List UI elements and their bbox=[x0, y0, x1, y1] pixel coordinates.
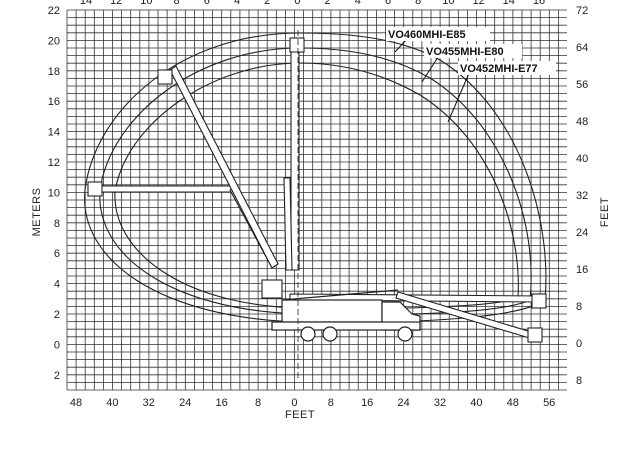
bottom-tick-label: 16 bbox=[215, 397, 227, 409]
top-tick-label: 8 bbox=[174, 0, 180, 7]
top-tick-label: 8 bbox=[415, 0, 421, 7]
bottom-tick-label: 0 bbox=[291, 397, 297, 409]
boom-vertical bbox=[290, 39, 300, 271]
left-tick-label: 22 bbox=[48, 5, 60, 17]
left-tick-label: 14 bbox=[48, 127, 60, 139]
bottom-tick-label: 24 bbox=[179, 397, 191, 409]
top-tick-label: 12 bbox=[110, 0, 122, 7]
leader-vo455 bbox=[421, 53, 441, 83]
bottom-tick-label: 32 bbox=[434, 397, 446, 409]
right-tick-label: 56 bbox=[576, 79, 588, 91]
bottom-tick-label: 8 bbox=[255, 397, 261, 409]
label-vo452: VO452MHI-E77 bbox=[460, 63, 538, 75]
bottom-axis-title: FEET bbox=[285, 409, 315, 421]
wheel-rear-2 bbox=[322, 326, 338, 342]
bottom-tick-label: 32 bbox=[143, 397, 155, 409]
boom-positions bbox=[87, 37, 547, 343]
platform-diagonal bbox=[157, 69, 173, 85]
right-axis-title: FEET bbox=[599, 197, 611, 227]
label-vo455: VO455MHI-E80 bbox=[426, 46, 504, 58]
top-tick-label: 6 bbox=[385, 0, 391, 7]
envelope-vo455 bbox=[99, 47, 532, 316]
top-tick-label: 4 bbox=[234, 0, 240, 7]
top-tick-label: 10 bbox=[442, 0, 454, 7]
left-tick-label: 18 bbox=[48, 66, 60, 78]
right-tick-label: 40 bbox=[576, 153, 588, 165]
top-tick-label: 12 bbox=[472, 0, 484, 7]
wheel-rear-1 bbox=[300, 326, 316, 342]
label-bg-vo460 bbox=[386, 27, 490, 41]
left-tick-label: 8 bbox=[54, 218, 60, 230]
left-tick-label: 2 bbox=[54, 309, 60, 321]
label-bg-vo455 bbox=[424, 44, 522, 58]
bottom-tick-label: 24 bbox=[397, 397, 409, 409]
truck bbox=[271, 289, 421, 342]
lower-arm-vertical bbox=[283, 177, 293, 271]
left-axis-title: METERS bbox=[31, 188, 43, 237]
bottom-tick-label: 56 bbox=[543, 397, 555, 409]
label-bg-vo452 bbox=[458, 61, 556, 75]
right-tick-label: 32 bbox=[576, 190, 588, 202]
bottom-tick-label: 16 bbox=[361, 397, 373, 409]
top-tick-label: 2 bbox=[264, 0, 270, 7]
boom-horizontal-left bbox=[99, 185, 233, 193]
top-tick-label: 4 bbox=[355, 0, 361, 7]
bottom-tick-label: 8 bbox=[328, 397, 334, 409]
bottom-tick-label: 40 bbox=[106, 397, 118, 409]
platform-right-low bbox=[527, 327, 543, 343]
boom-diagonal bbox=[169, 65, 279, 269]
top-tick-label: 2 bbox=[325, 0, 331, 7]
top-tick-label: 14 bbox=[80, 0, 92, 7]
right-tick-label: 24 bbox=[576, 227, 588, 239]
bottom-tick-label: 48 bbox=[507, 397, 519, 409]
turret bbox=[261, 279, 283, 299]
right-tick-label: 8 bbox=[576, 301, 582, 313]
label-vo460: VO460MHI-E85 bbox=[388, 29, 466, 41]
platform-vertical bbox=[289, 37, 305, 53]
left-tick-label: 6 bbox=[54, 248, 60, 260]
left-tick-label: 10 bbox=[48, 187, 60, 199]
top-tick-label: 6 bbox=[204, 0, 210, 7]
right-tick-label: 72 bbox=[576, 5, 588, 17]
bottom-tick-labels: 48 40 32 24 16 8 0 8 16 24 32 40 48 56 bbox=[70, 397, 555, 409]
truck-frame bbox=[271, 321, 421, 331]
right-tick-label: 48 bbox=[576, 116, 588, 128]
top-tick-labels: 14 12 10 8 6 4 2 0 2 4 6 8 10 12 14 16 bbox=[80, 0, 545, 7]
left-tick-label: 20 bbox=[48, 35, 60, 47]
left-tick-label: 16 bbox=[48, 96, 60, 108]
top-tick-label: 16 bbox=[533, 0, 545, 7]
left-tick-label: 0 bbox=[54, 339, 60, 351]
bottom-tick-label: 48 bbox=[70, 397, 82, 409]
wheel-front bbox=[397, 326, 413, 342]
top-tick-label: 14 bbox=[503, 0, 515, 7]
leader-vo452 bbox=[447, 70, 471, 123]
bottom-tick-label: 40 bbox=[470, 397, 482, 409]
top-tick-label: 10 bbox=[140, 0, 152, 7]
platform-right-high bbox=[531, 293, 547, 309]
right-tick-label: 64 bbox=[576, 42, 588, 54]
top-tick-label: 0 bbox=[294, 0, 300, 7]
left-tick-label: 4 bbox=[54, 279, 60, 291]
right-tick-label: 16 bbox=[576, 264, 588, 276]
right-tick-label: 8 bbox=[576, 375, 582, 387]
boom-rest bbox=[281, 289, 399, 301]
platform-left bbox=[87, 181, 103, 197]
right-tick-labels: 72 64 56 48 40 32 24 16 8 0 8 bbox=[576, 5, 588, 387]
left-tick-label: 12 bbox=[48, 157, 60, 169]
right-tick-label: 0 bbox=[576, 338, 582, 350]
truck-bed bbox=[281, 299, 383, 323]
left-tick-label: 2 bbox=[54, 370, 60, 382]
